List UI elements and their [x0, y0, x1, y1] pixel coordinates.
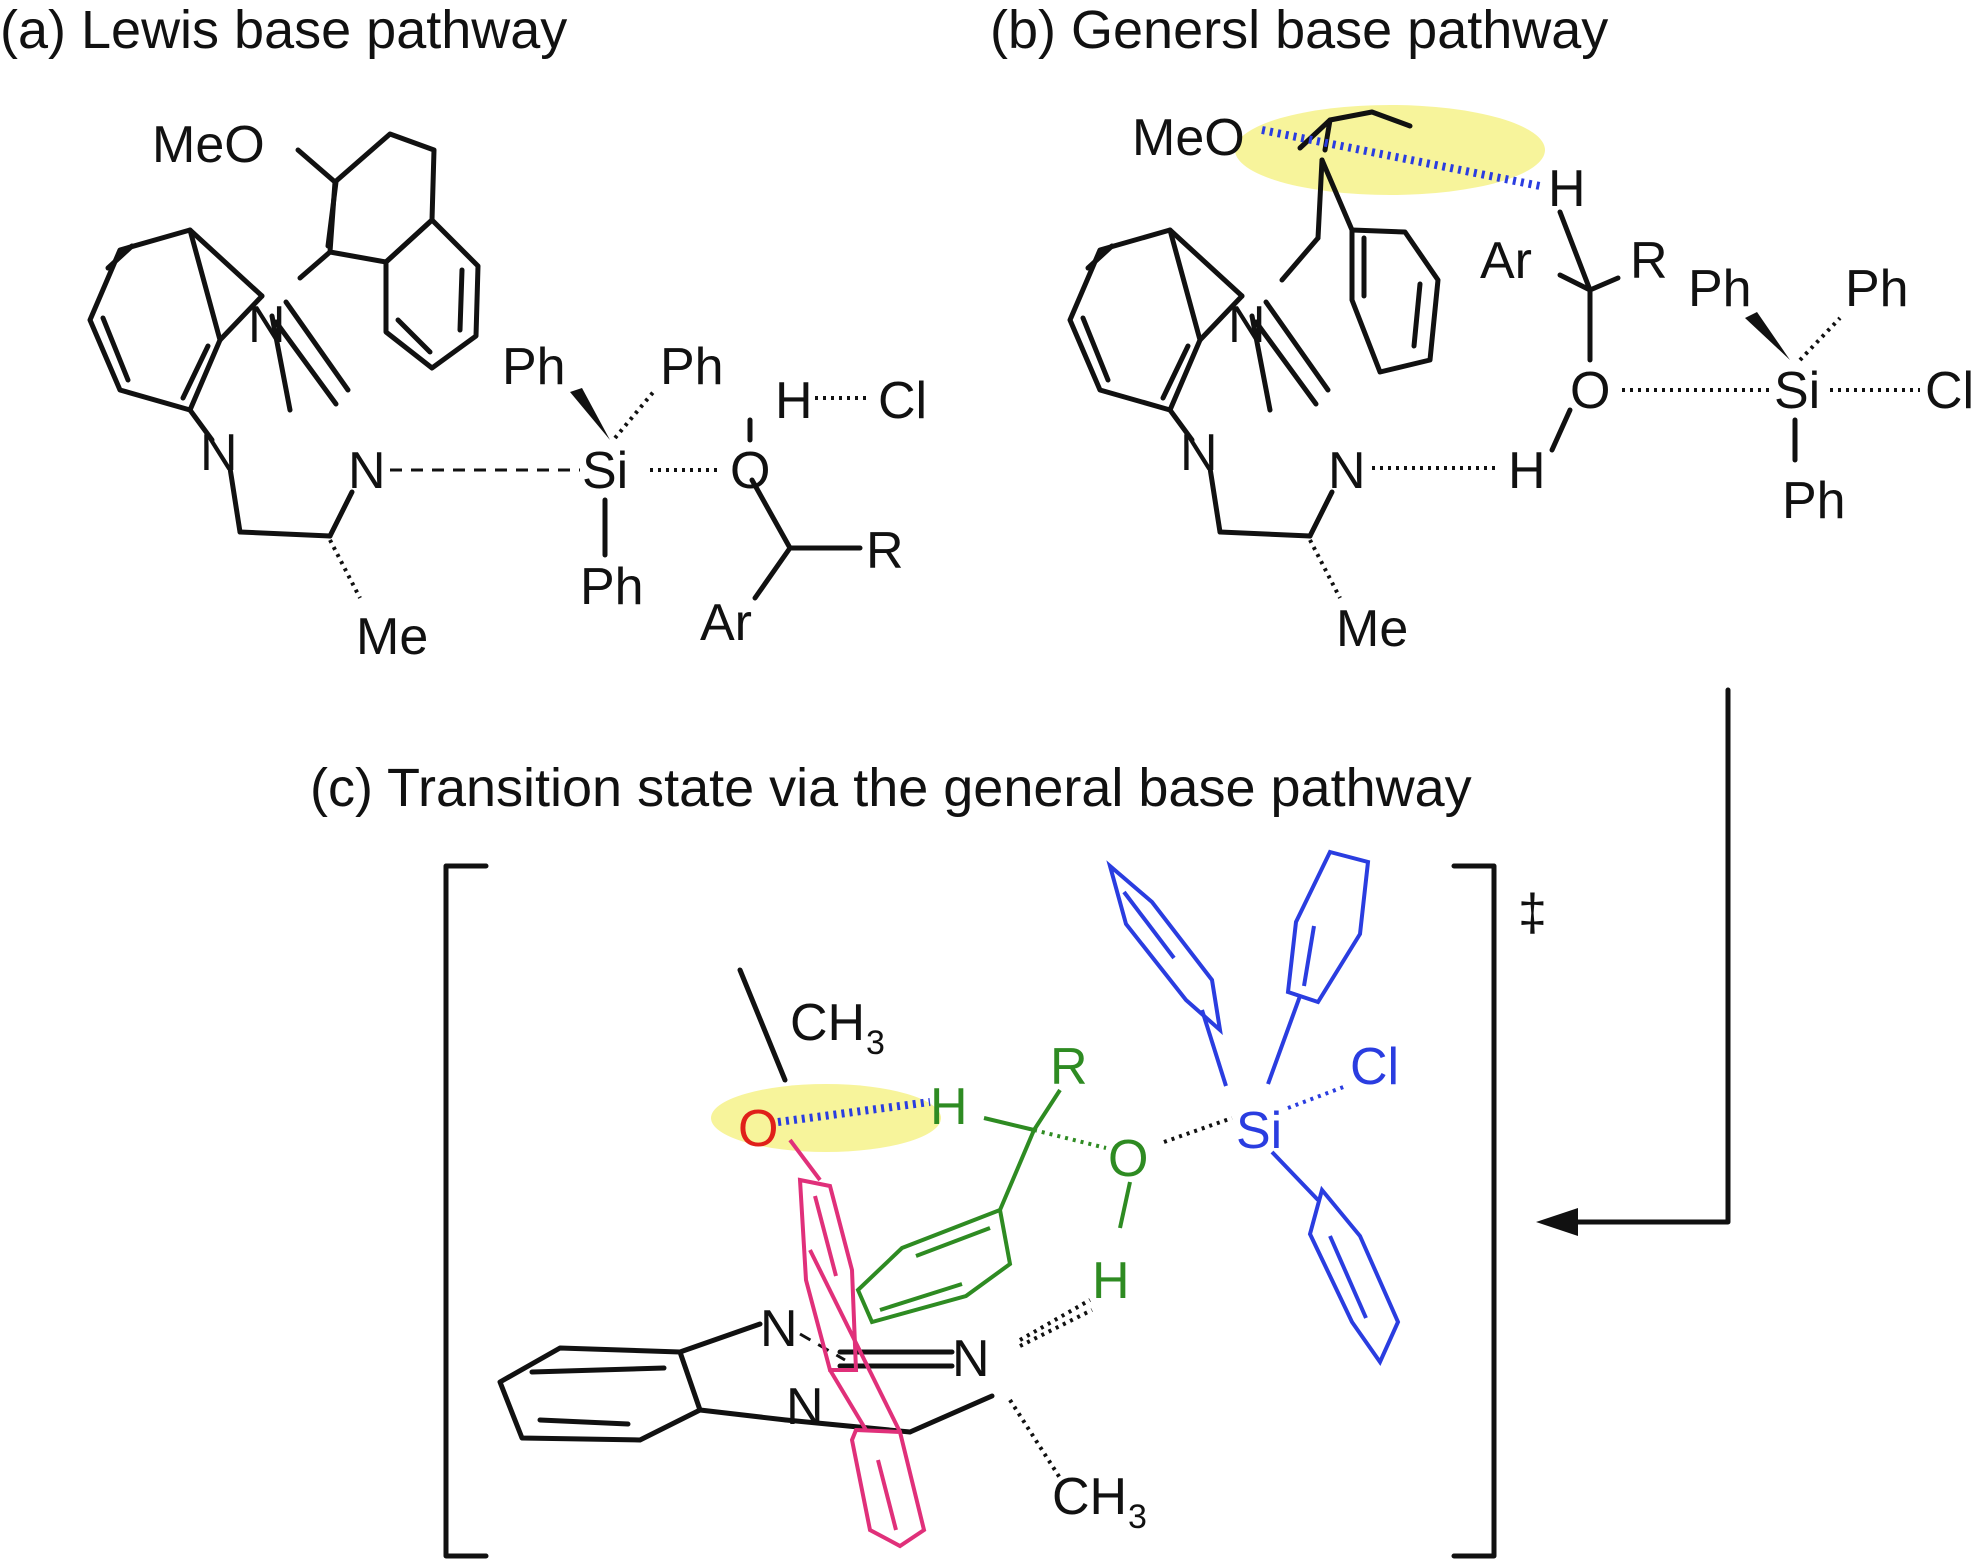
panel-c-ch3-top-sub: 3	[866, 1024, 885, 1062]
panel-b-n3: N	[1328, 442, 1366, 500]
panel-a-n1: N	[248, 296, 286, 354]
panel-a-n3: N	[348, 442, 386, 500]
panel-c-h-green: H	[930, 1078, 968, 1136]
panel-c-si: Si	[1236, 1102, 1282, 1160]
panel-a-ph2: Ph	[660, 338, 724, 396]
panel-b-r: R	[1630, 232, 1668, 290]
panel-a-o: O	[730, 442, 770, 500]
panel-a-n2: N	[200, 424, 238, 482]
panel-c-n2: N	[952, 1330, 990, 1388]
panel-b-me: Me	[1336, 600, 1408, 658]
panel-a-si: Si	[582, 442, 628, 500]
panel-a-cl: Cl	[878, 372, 927, 430]
panel-b-o: O	[1570, 362, 1610, 420]
panel-a-ph3: Ph	[580, 558, 644, 616]
ts-dagger: ‡	[1518, 884, 1547, 942]
panel-c-ch3-bottom: CH	[1052, 1468, 1127, 1526]
panel-b-n2: N	[1180, 424, 1218, 482]
panel-b-ph1: Ph	[1688, 260, 1752, 318]
panel-b-n1: N	[1228, 296, 1266, 354]
panel-c-o-green: O	[1108, 1130, 1148, 1188]
panel-c-ch3-top: CH	[790, 994, 865, 1052]
panel-a-structure	[87, 131, 870, 601]
panel-a-ph1: Ph	[502, 338, 566, 396]
ts-brackets	[443, 863, 1497, 1559]
panel-a-r: R	[866, 522, 904, 580]
panel-c-o-red: O	[738, 1100, 778, 1158]
panel-b-structure	[1067, 105, 1920, 599]
panel-b-title: (b) Genersl base pathway	[990, 0, 1608, 60]
panel-c-h2-green: H	[1092, 1252, 1130, 1310]
panel-c-title: (c) Transition state via the general bas…	[310, 758, 1472, 818]
panel-a-title: (a) Lewis base pathway	[0, 0, 567, 60]
ts-structure	[497, 849, 1401, 1549]
panel-b-ph2: Ph	[1845, 260, 1909, 318]
panel-c-r: R	[1050, 1038, 1088, 1096]
panel-a-ar: Ar	[700, 594, 752, 652]
panel-c-n1: N	[760, 1300, 798, 1358]
pathway-arrow	[1536, 687, 1731, 1236]
panel-b-h1: H	[1548, 160, 1586, 218]
panel-b-ar: Ar	[1480, 232, 1532, 290]
panel-b-ph3: Ph	[1782, 472, 1846, 530]
panel-b-h2: H	[1508, 442, 1546, 500]
panel-b-si: Si	[1774, 362, 1820, 420]
panel-c-n3: N	[786, 1378, 824, 1436]
panel-a-h: H	[775, 372, 813, 430]
panel-a-meo: MeO	[152, 116, 265, 174]
panel-c-cl: Cl	[1350, 1038, 1399, 1096]
panel-a-me: Me	[356, 608, 428, 666]
panel-b-cl: Cl	[1925, 362, 1974, 420]
panel-c-ch3-bottom-sub: 3	[1128, 1498, 1147, 1536]
panel-b-meo: MeO	[1132, 109, 1245, 167]
